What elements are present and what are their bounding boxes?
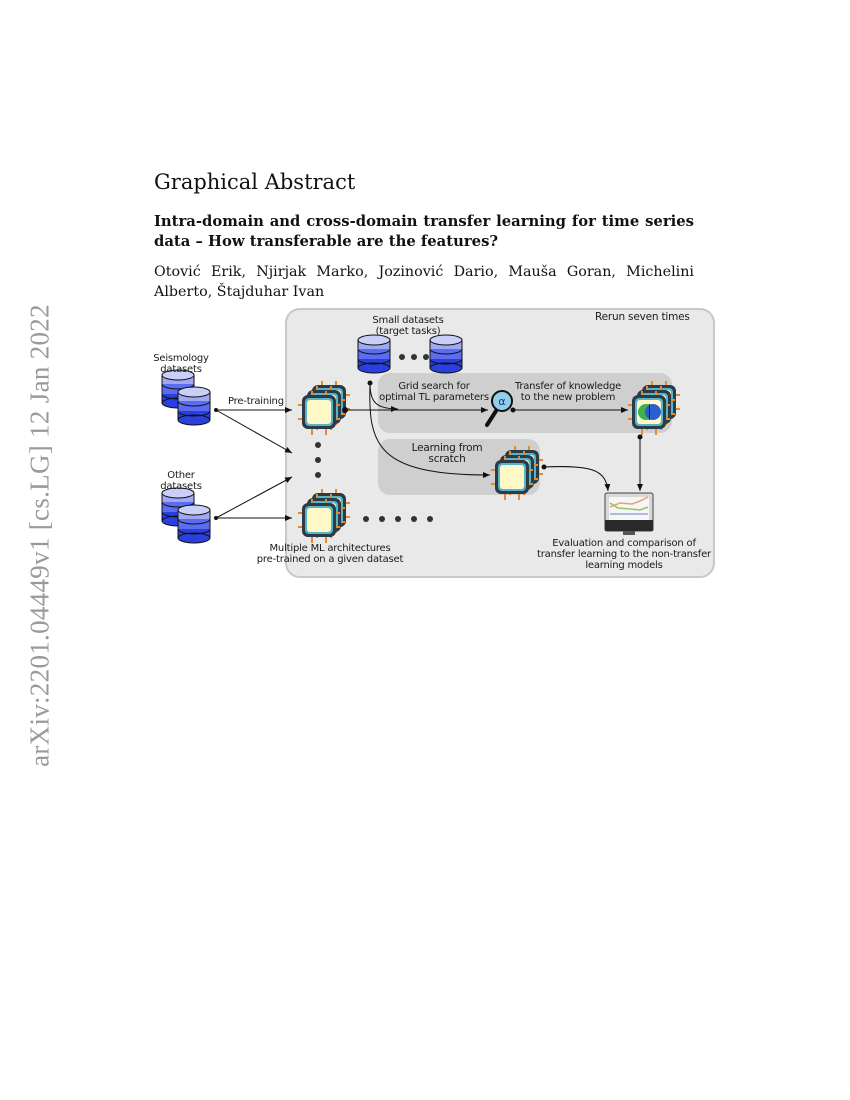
label-pretraining: Pre-training <box>228 396 284 407</box>
label-line: Seismology <box>153 353 209 364</box>
label-line: Evaluation and comparison of <box>552 538 696 549</box>
label-line: datasets <box>160 364 202 375</box>
svg-text:α: α <box>498 395 505 408</box>
label-line: datasets <box>160 481 202 492</box>
label-ml-architectures: Multiple ML architectures pre-trained on… <box>250 543 410 565</box>
label-line: scratch <box>428 453 466 465</box>
label-line: Grid search for <box>398 381 470 392</box>
paper-title: Intra-domain and cross-domain transfer l… <box>154 213 694 250</box>
label-evaluation: Evaluation and comparison of transfer le… <box>530 538 718 571</box>
label-small-datasets: Small datasets (target tasks) <box>358 315 458 337</box>
label-line: optimal TL parameters <box>379 392 489 403</box>
label-line: transfer learning to the non-transfer <box>537 549 711 560</box>
label-line: Multiple ML architectures <box>269 543 391 554</box>
label-line: learning models <box>585 560 663 571</box>
label-grid-search: Grid search for optimal TL parameters <box>378 381 490 403</box>
label-line: pre-trained on a given dataset <box>256 554 404 565</box>
label-line: to the new problem <box>520 392 616 403</box>
section-heading: Graphical Abstract <box>154 170 356 194</box>
label-line: Other <box>167 470 195 481</box>
panel-label-rerun: Rerun seven times <box>595 311 690 323</box>
arxiv-side-stamp: arXiv:2201.04449v1 [cs.LG] 12 Jan 2022 <box>24 304 55 767</box>
label-line: Learning from <box>411 442 483 454</box>
label-line: (target tasks) <box>375 326 441 337</box>
label-line: Small datasets <box>372 315 444 326</box>
label-seismology-datasets: Seismology datasets <box>150 353 212 375</box>
label-transfer-knowledge: Transfer of knowledge to the new problem <box>514 381 622 403</box>
author-list: Otović Erik, Njirjak Marko, Jozinović Da… <box>154 264 694 300</box>
graphical-abstract-figure: α Rerun seven times Seismology datasets <box>140 305 720 580</box>
label-other-datasets: Other datasets <box>150 470 212 492</box>
label-learning-from-scratch: Learning from scratch <box>402 443 492 465</box>
label-line: Transfer of knowledge <box>514 381 622 392</box>
